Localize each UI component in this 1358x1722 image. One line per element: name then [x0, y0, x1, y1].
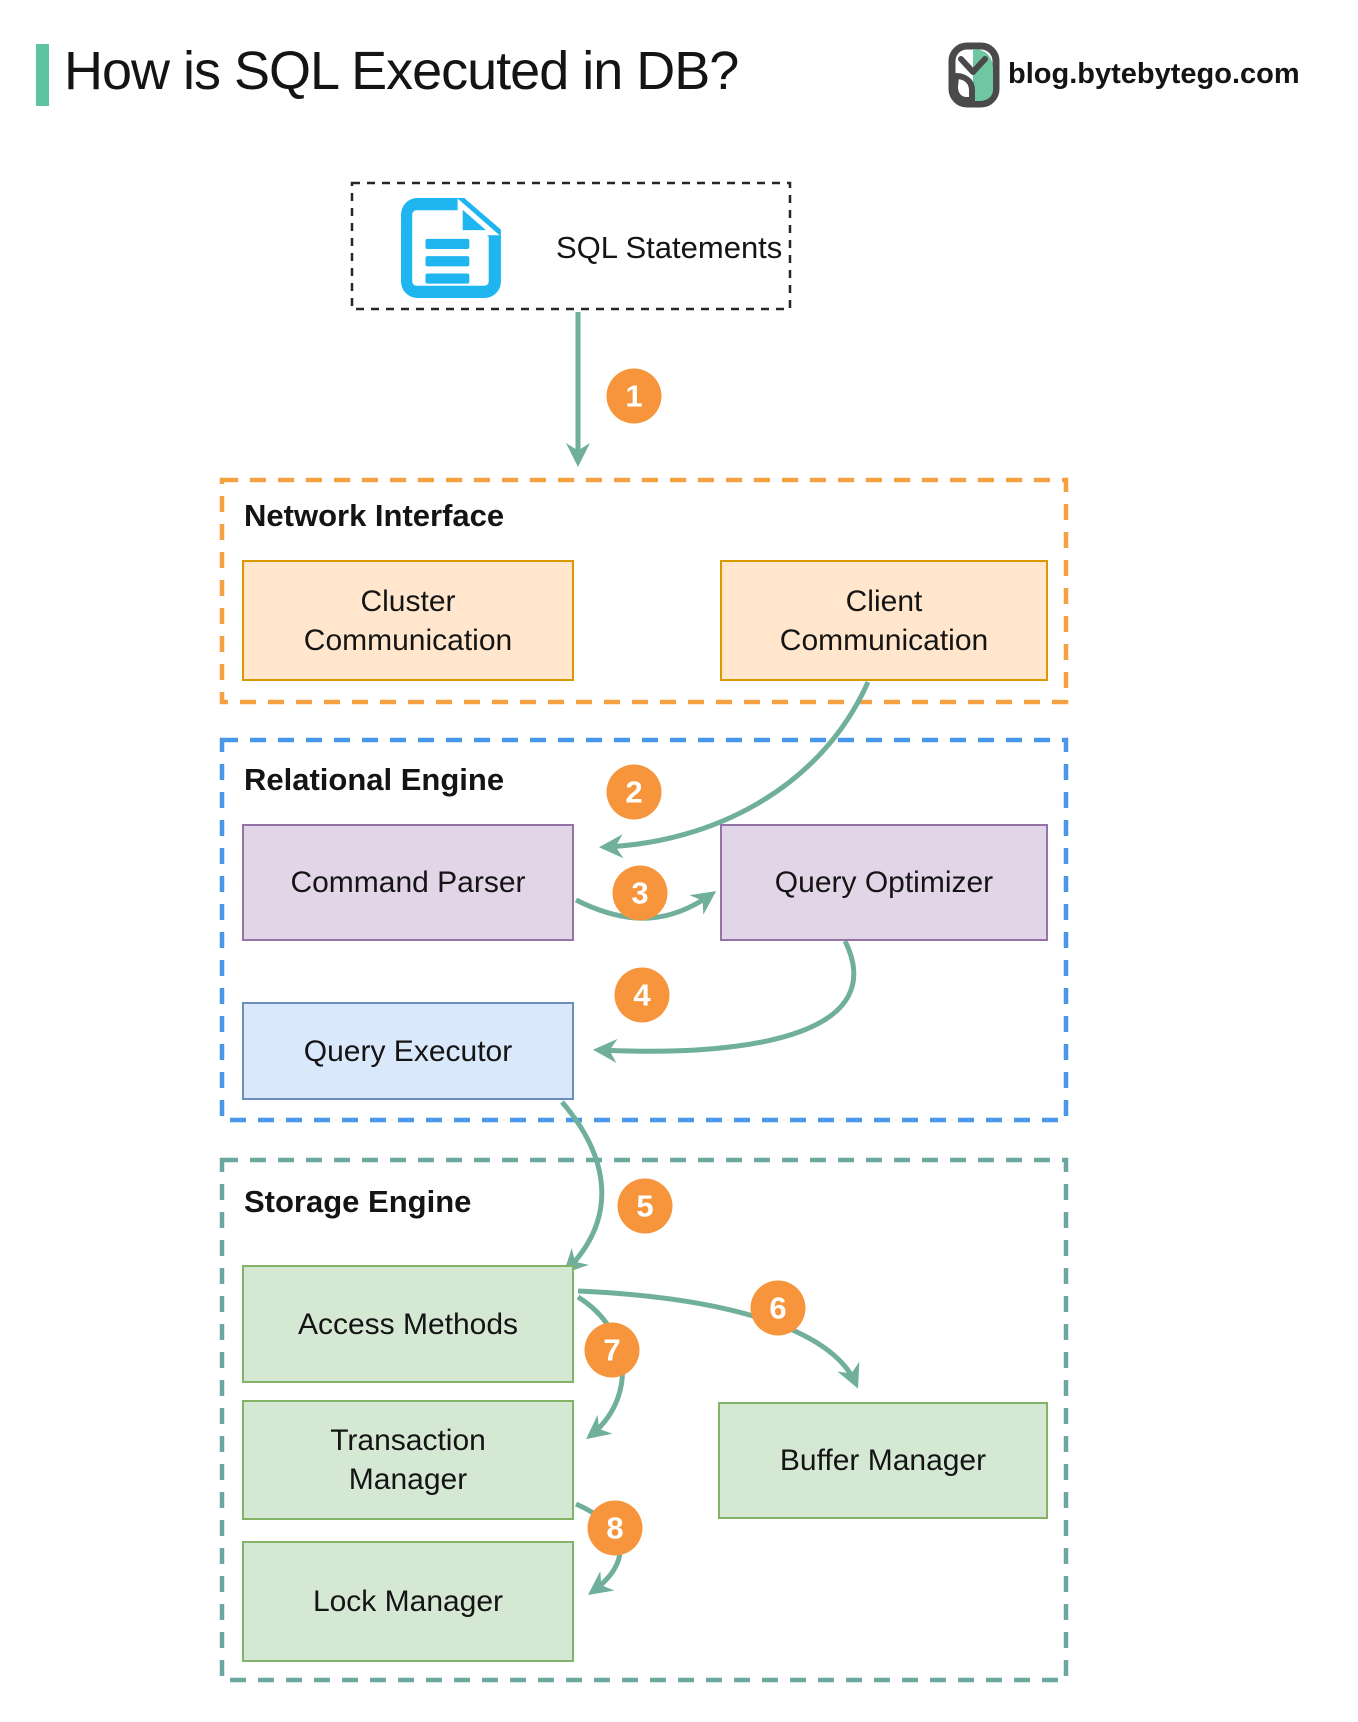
sql-statements-dashed-box: [350, 181, 792, 311]
node-query-executor: Query Executor: [242, 1002, 574, 1100]
node-transaction-manager: Transaction Manager: [242, 1400, 574, 1520]
section-label-network-interface: Network Interface: [244, 498, 505, 533]
section-border-relational-engine: [219, 737, 1069, 1123]
step-badge-2: 2: [606, 764, 662, 820]
node-buffer-manager: Buffer Manager: [718, 1402, 1048, 1519]
step-badge-6: 6: [750, 1280, 806, 1336]
node-client-communication: Client Communication: [720, 560, 1048, 681]
node-command-parser: Command Parser: [242, 824, 574, 941]
node-lock-manager: Lock Manager: [242, 1541, 574, 1662]
section-label-storage-engine: Storage Engine: [244, 1184, 472, 1219]
flow-arrow-2: [599, 680, 871, 859]
node-query-optimizer: Query Optimizer: [720, 824, 1048, 941]
bytebytego-logo-icon: [948, 42, 1000, 108]
section-border-network-interface: [219, 477, 1069, 705]
section-label-relational-engine: Relational Engine: [244, 762, 505, 797]
step-badge-4: 4: [614, 967, 670, 1023]
node-access-methods: Access Methods: [242, 1265, 574, 1383]
title-accent-bar: [36, 44, 49, 106]
flow-arrow-5: [560, 1100, 605, 1274]
sql-statements-label: SQL Statements: [556, 230, 783, 265]
step-badge-3: 3: [612, 865, 668, 921]
step-badge-1: 1: [606, 368, 662, 424]
step-badge-8: 8: [587, 1500, 643, 1556]
section-border-storage-engine: [219, 1157, 1069, 1683]
step-badge-7: 7: [584, 1322, 640, 1378]
step-badge-5: 5: [617, 1178, 673, 1234]
node-cluster-communication: Cluster Communication: [242, 560, 574, 681]
site-url: blog.bytebytego.com: [1008, 58, 1300, 90]
page-title: How is SQL Executed in DB?: [64, 41, 739, 101]
sql-document-icon: [401, 198, 501, 298]
flow-arrow-4: [593, 939, 857, 1063]
